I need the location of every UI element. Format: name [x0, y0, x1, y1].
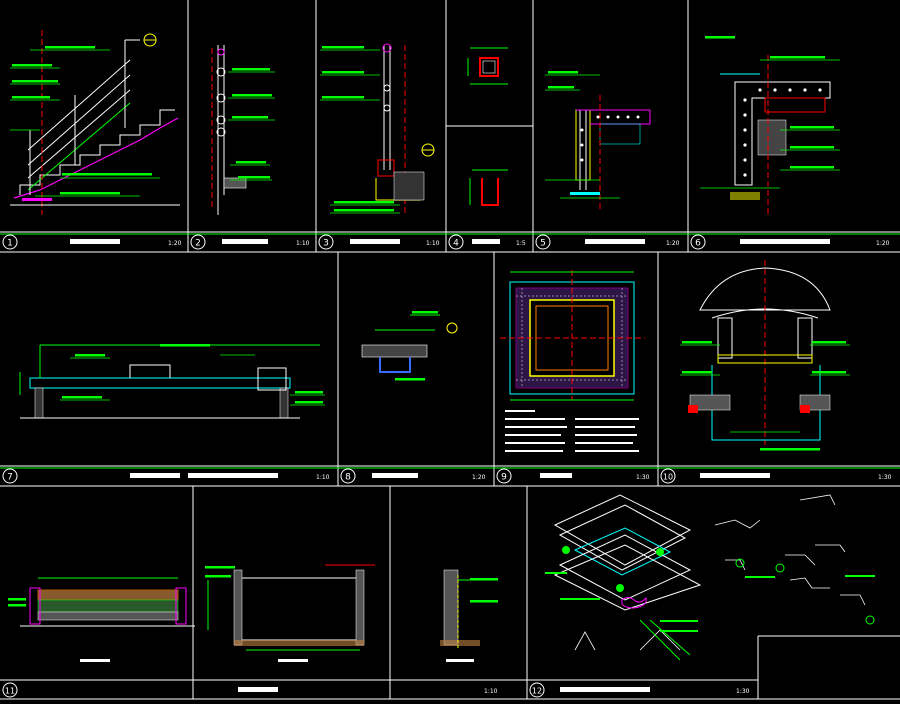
title-strips — [0, 231, 900, 681]
detail-number-marker — [2, 234, 18, 250]
detail-10-pavilion-section — [680, 260, 850, 451]
detail-7-title: 7 1:10 — [2, 468, 330, 484]
detail-4-title: 4 1:5 — [448, 234, 526, 250]
detail-number: 7 — [7, 473, 13, 483]
detail-8-connection — [361, 311, 458, 381]
detail-number: 8 — [345, 473, 351, 483]
detail-6-wall-section — [700, 36, 840, 215]
detail-2-railing-section — [211, 45, 275, 215]
detail-number-marker — [660, 468, 676, 484]
detail-number-marker — [318, 234, 334, 250]
detail-scale: 1:20 — [168, 240, 182, 247]
detail-1-title: 1 1:20 — [2, 234, 182, 250]
detail-3-post-base — [320, 43, 435, 215]
detail-13-wall — [440, 569, 498, 650]
detail-scale: 1:10 — [484, 688, 498, 695]
detail-number: 10 — [663, 473, 673, 482]
detail-9-title: 9 1:30 — [496, 468, 650, 484]
detail-11-title: 11 1:10 — [2, 682, 498, 698]
detail-number: 6 — [695, 239, 701, 249]
detail-scale: 1:30 — [878, 474, 892, 481]
title-strip-row-1: 1 1:20 2 1:10 3 1:10 4 1:5 5 1:20 — [2, 234, 890, 250]
detail-number: 12 — [532, 687, 542, 696]
detail-number-marker — [340, 468, 356, 484]
detail-scale: 1:10 — [426, 240, 440, 247]
title-strip-row-2: 7 1:10 8 1:20 9 1:30 10 1:30 — [2, 468, 892, 484]
detail-scale: 1:30 — [636, 474, 650, 481]
title-strip-row-3: 11 1:10 12 1:30 — [2, 682, 750, 698]
detail-number: 9 — [501, 473, 507, 483]
detail-8-title: 8 1:20 — [340, 468, 486, 484]
detail-number-marker — [448, 234, 464, 250]
detail-number-marker — [496, 468, 512, 484]
detail-number-marker — [2, 682, 18, 698]
detail-scale: 1:10 — [296, 240, 310, 247]
detail-6-title: 6 1:20 — [690, 234, 890, 250]
detail-1-stair-railing — [10, 30, 180, 215]
detail-scale: 1:20 — [666, 240, 680, 247]
detail-number: 5 — [540, 239, 546, 249]
detail-number: 4 — [453, 239, 459, 249]
detail-number-marker — [690, 234, 706, 250]
detail-2-title: 2 1:10 — [190, 234, 310, 250]
detail-5-title: 5 1:20 — [535, 234, 680, 250]
detail-scale: 1:30 — [736, 688, 750, 695]
detail-7-long-section — [19, 344, 325, 419]
detail-14-isometric — [545, 494, 875, 661]
detail-number-marker — [535, 234, 551, 250]
sub-titles — [80, 659, 474, 662]
detail-scale: 1:5 — [516, 240, 526, 247]
detail-number: 11 — [5, 687, 15, 696]
detail-9-pool-plan — [500, 270, 645, 452]
detail-5-wall-corner — [545, 71, 651, 210]
detail-3-title: 3 1:10 — [318, 234, 440, 250]
detail-number-marker — [529, 682, 545, 698]
detail-number: 2 — [195, 239, 201, 249]
detail-number-marker — [190, 234, 206, 250]
detail-scale: 1:20 — [876, 240, 890, 247]
detail-number: 3 — [323, 239, 329, 249]
detail-4-profiles — [467, 47, 508, 206]
detail-12-tank-section — [205, 564, 375, 651]
detail-number: 1 — [7, 239, 13, 249]
detail-12-title: 12 1:30 — [529, 682, 750, 698]
detail-scale: 1:20 — [472, 474, 486, 481]
detail-scale: 1:10 — [316, 474, 330, 481]
detail-number-marker — [2, 468, 18, 484]
detail-10-title: 10 1:30 — [660, 468, 892, 484]
